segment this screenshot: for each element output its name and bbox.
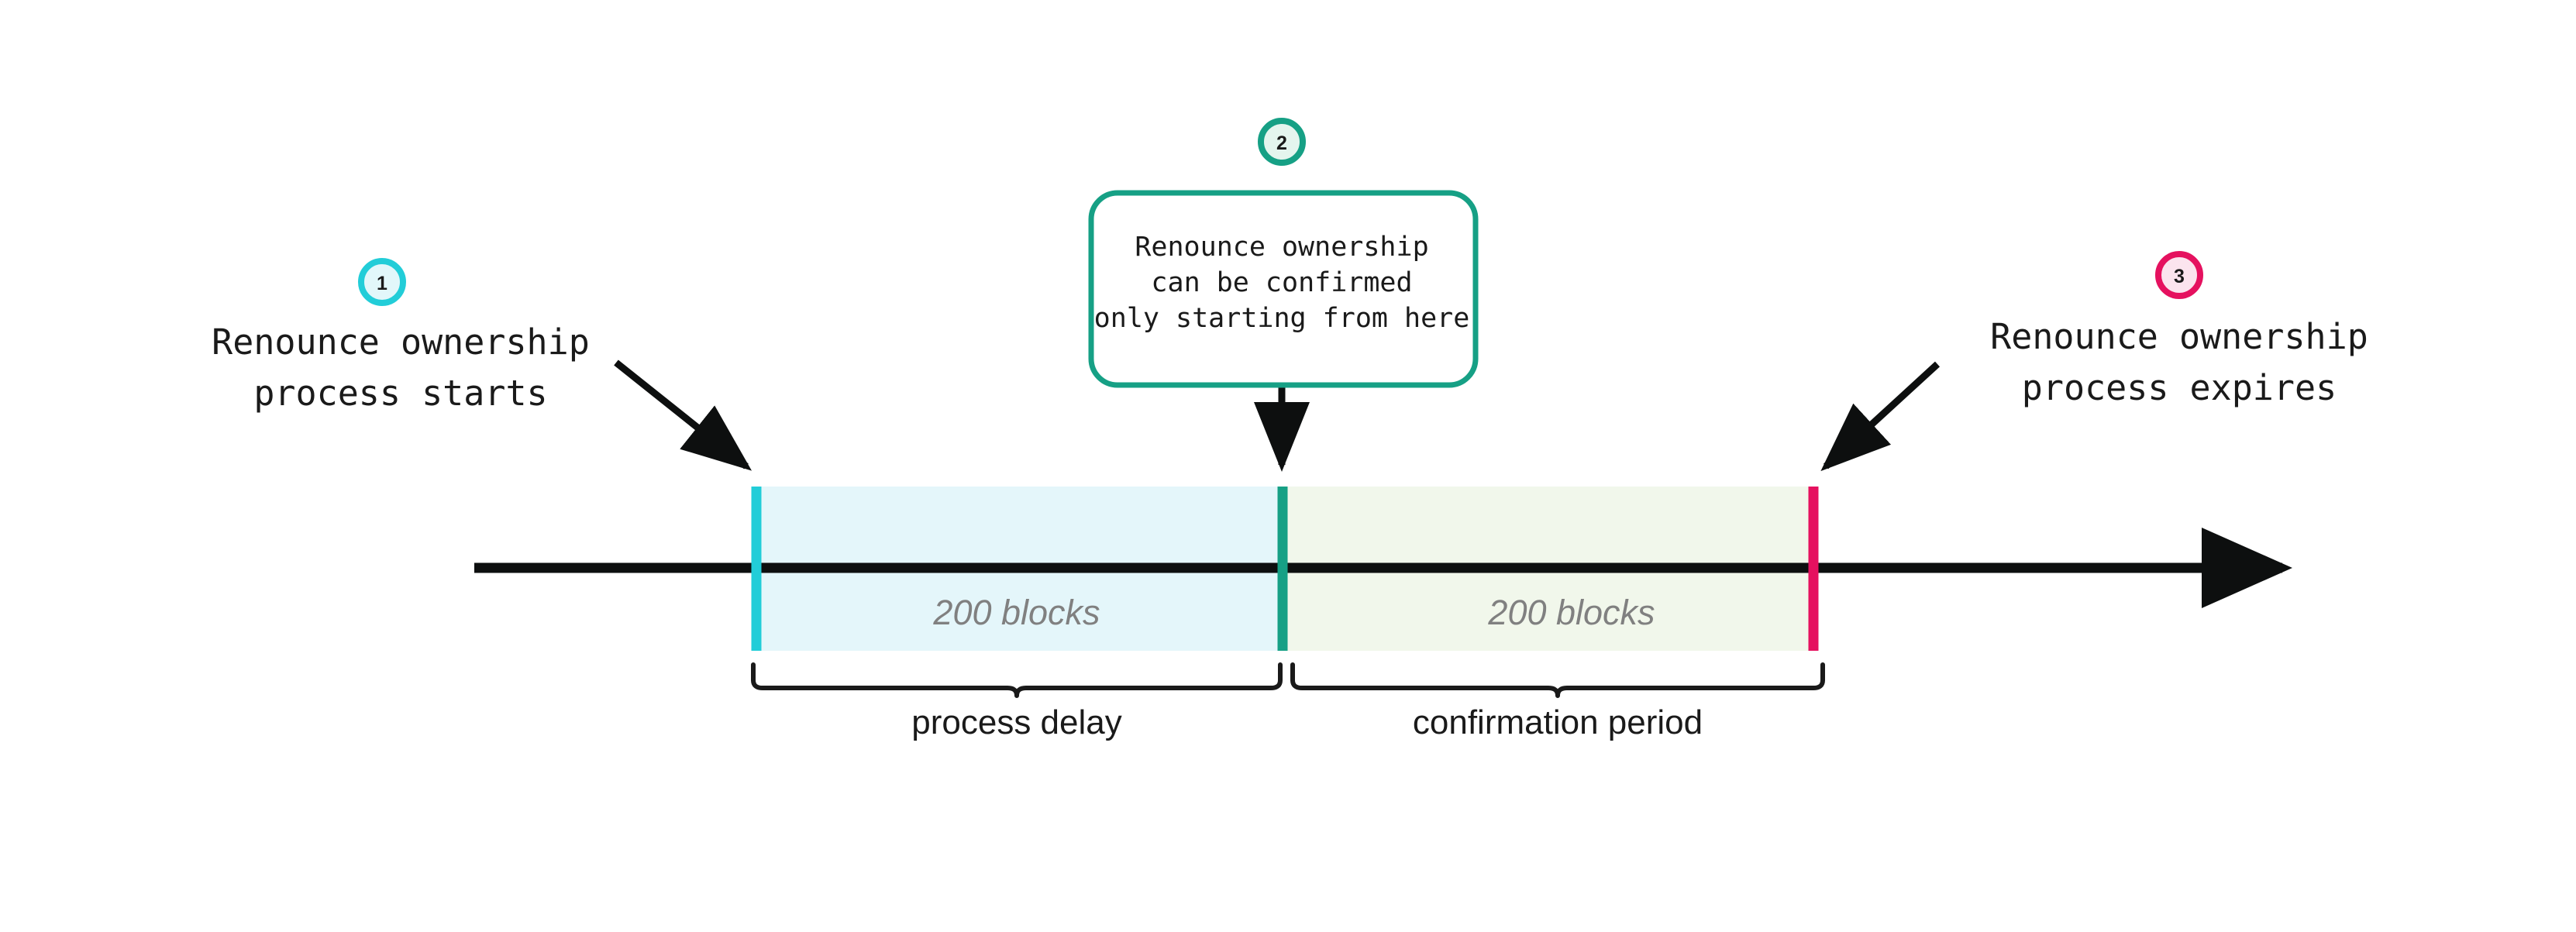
brace-label-confirmation-period: confirmation period	[1413, 703, 1703, 741]
label-marker-start-line-1: Renounce ownership	[212, 322, 590, 363]
badge-1: 1	[358, 258, 406, 306]
label-marker-mid-line-1: Renounce ownership	[1135, 232, 1428, 263]
badge-3: 3	[2155, 251, 2203, 299]
pointer-arrow-end	[1820, 361, 1941, 472]
label-marker-end: Renounce ownership process expires	[1990, 316, 2368, 408]
callout-box-mid	[1088, 190, 1479, 388]
brace-process-delay	[751, 662, 1283, 698]
badge-3-number: 3	[2174, 266, 2185, 287]
label-marker-end-line-2: process expires	[2022, 367, 2337, 408]
badge-2-number: 2	[1276, 132, 1287, 154]
label-marker-mid: Renounce ownership can be confirmed only…	[1094, 232, 1470, 334]
label-marker-start: Renounce ownership process starts	[212, 322, 590, 414]
band-process-delay-blocks-label: 200 blocks	[932, 593, 1100, 632]
brace-confirmation-period	[1290, 662, 1825, 698]
label-marker-mid-line-2: can be confirmed	[1151, 267, 1412, 298]
label-marker-start-line-2: process starts	[253, 373, 547, 414]
label-marker-end-line-1: Renounce ownership	[1990, 316, 2368, 357]
pointer-arrow-start	[614, 359, 752, 471]
band-confirmation-period-blocks-label: 200 blocks	[1487, 593, 1655, 632]
badge-2: 2	[1258, 118, 1306, 166]
brace-label-process-delay: process delay	[911, 703, 1121, 741]
badge-1-number: 1	[377, 273, 387, 294]
label-marker-mid-line-3: only starting from here	[1094, 303, 1470, 334]
